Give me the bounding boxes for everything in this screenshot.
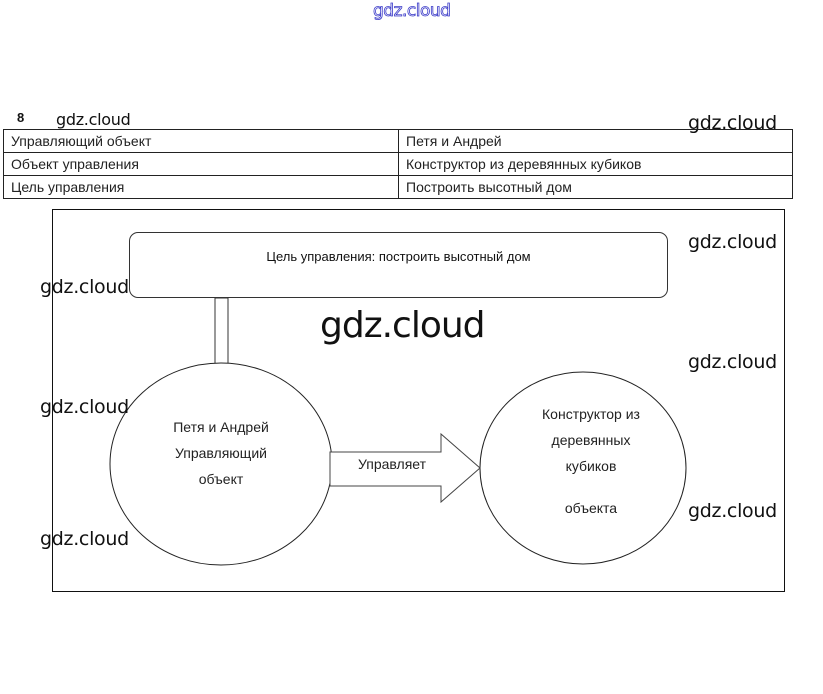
left-node-line: Управляющий: [175, 445, 267, 461]
watermark-right-2: gdz.cloud: [688, 231, 777, 253]
watermark-left-2: gdz.cloud: [40, 396, 129, 418]
row-value: Конструктор из деревянных кубиков: [398, 152, 793, 176]
watermark-left-1: gdz.cloud: [40, 276, 129, 298]
row-value: Построить высотный дом: [398, 175, 793, 199]
watermark-right-1: gdz.cloud: [688, 112, 777, 134]
right-node-line: деревянных: [551, 432, 631, 448]
table-row: Объект управления Конструктор из деревян…: [3, 152, 793, 176]
left-node-line: Петя и Андрей: [173, 419, 269, 435]
diagram-frame: [52, 209, 785, 592]
watermark-right-4: gdz.cloud: [688, 500, 777, 522]
right-node-line: объекта: [564, 500, 618, 516]
watermark-task: gdz.cloud: [56, 110, 131, 129]
right-node-line: кубиков: [565, 458, 617, 474]
left-node-text: Петя и Андрей Управляющий объект: [146, 414, 296, 492]
arrow-label: Управляет: [358, 456, 427, 472]
row-label: Цель управления: [3, 175, 399, 199]
watermark-left-3: gdz.cloud: [40, 528, 129, 550]
row-value: Петя и Андрей: [398, 129, 793, 153]
goal-box: Цель управления: построить высотный дом: [129, 232, 668, 298]
right-node-line: Конструктор из: [542, 406, 640, 422]
watermark-top: gdz.cloud: [373, 1, 452, 22]
right-node-text: Конструктор из деревянных кубиков объект…: [516, 401, 666, 521]
watermark-right-3: gdz.cloud: [688, 351, 777, 373]
right-arrow: [329, 432, 481, 504]
info-table: Управляющий объект Петя и Андрей Объект …: [3, 129, 793, 199]
task-number: 8: [17, 110, 25, 125]
table-row: Управляющий объект Петя и Андрей: [3, 129, 793, 153]
table-row: Цель управления Построить высотный дом: [3, 175, 793, 199]
watermark-center: gdz.cloud: [320, 305, 486, 346]
left-node-line: объект: [198, 471, 244, 487]
